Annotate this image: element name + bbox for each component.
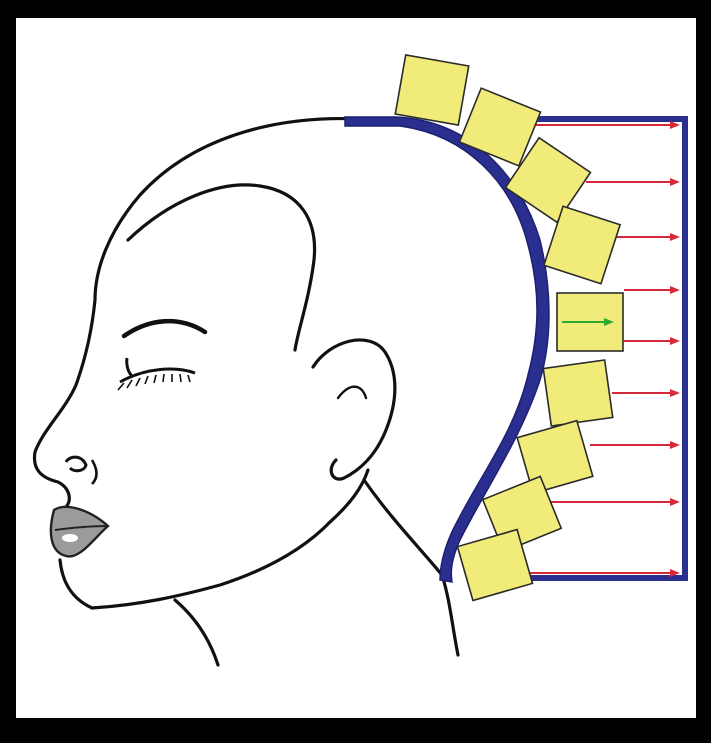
vertebra-block <box>395 55 468 125</box>
vertebra-block <box>543 360 612 426</box>
